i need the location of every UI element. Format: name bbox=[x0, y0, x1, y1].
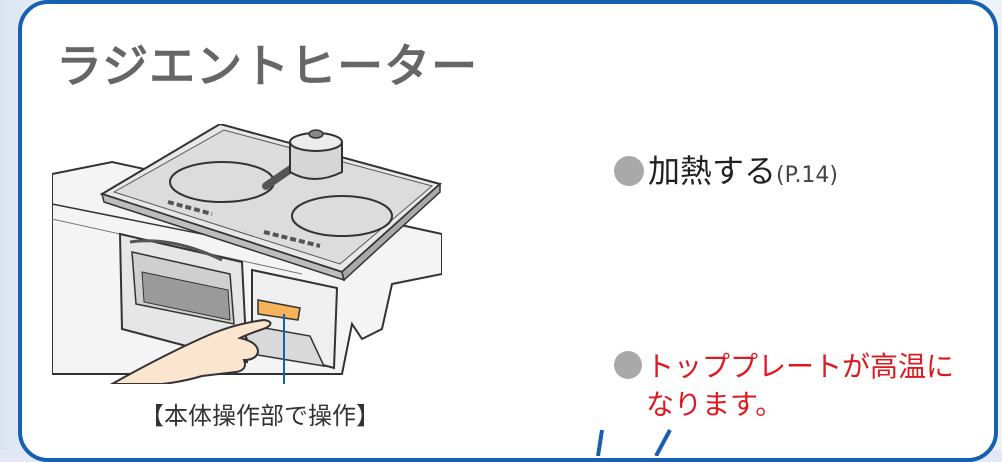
card-connector bbox=[596, 429, 672, 456]
illustration-caption: 【本体操作部で操作】 bbox=[140, 402, 380, 430]
heat-label: 加熱する bbox=[648, 152, 777, 190]
pot bbox=[262, 129, 343, 190]
hot-plate-warning: トッププレートが高温に なります。 bbox=[614, 348, 974, 424]
cooktop-plate bbox=[99, 124, 442, 282]
warning-line-2: なります。 bbox=[646, 388, 784, 421]
heat-page-ref: (P.14) bbox=[776, 163, 839, 188]
control-panel bbox=[240, 268, 339, 370]
cooktop-illustration bbox=[52, 124, 442, 384]
circle-bullet-icon bbox=[614, 351, 642, 379]
grill-drawer bbox=[118, 232, 249, 364]
heat-item: 加熱する(P.14) bbox=[614, 146, 838, 192]
page-title: ラジエントヒーター bbox=[56, 39, 479, 93]
warning-line-1: トッププレートが高温に bbox=[646, 350, 955, 383]
hand bbox=[109, 318, 272, 384]
circle-bullet-icon bbox=[614, 156, 644, 186]
